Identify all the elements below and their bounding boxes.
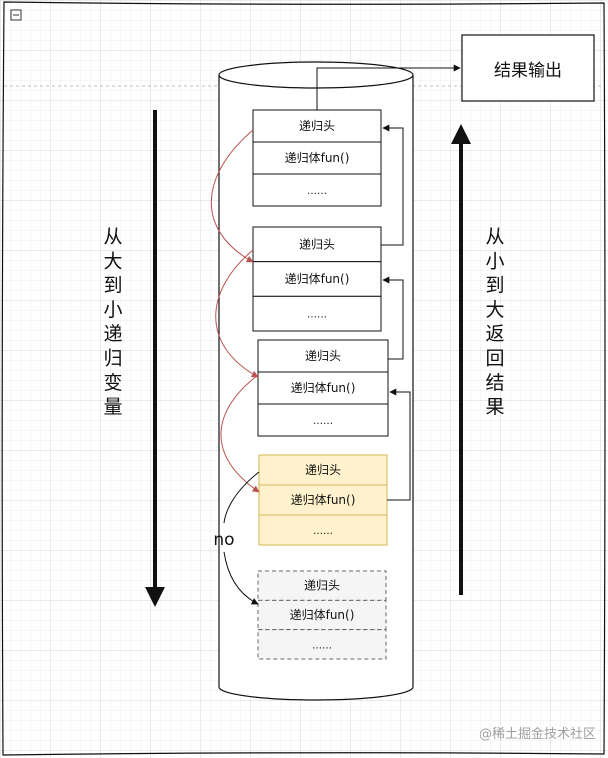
frame-body-label: 递归体fun() (290, 608, 355, 622)
return-arrows (381, 124, 411, 501)
frame-row (257, 371, 389, 405)
call-arrows (210, 129, 260, 493)
frame-head-label: 递归头 (305, 349, 341, 363)
right-arrow-label-char: 返 (485, 323, 504, 345)
output-box: 结果输出 (461, 34, 595, 102)
call-arrow-3 (220, 374, 260, 493)
left-arrow-label-char: 递 (103, 323, 122, 345)
frame-head-label: 递归头 (299, 237, 335, 251)
frame-row (252, 141, 382, 175)
frame-head-label: 递归头 (299, 119, 335, 133)
right-arrow-label-char: 小 (485, 250, 504, 272)
left-arrow-label-char: 变 (103, 372, 122, 394)
frame-row (258, 484, 388, 516)
frame-body-label: 递归体fun() (291, 493, 356, 507)
no-label: no (213, 530, 234, 550)
output-box-label: 结果输出 (494, 61, 562, 81)
frame-row (258, 514, 388, 546)
right-arrow-label-char: 果 (485, 396, 504, 418)
left-arrow-label-char: 归 (103, 348, 122, 370)
call-arrow-2 (215, 249, 259, 378)
base-case-branch: no (213, 471, 260, 605)
frame-head-label: 递归头 (305, 463, 341, 477)
minus-box-icon[interactable] (10, 9, 22, 21)
frame-row (257, 570, 387, 601)
watermark: @稀土掘金技术社区 (479, 726, 596, 742)
return-arrow-2 (382, 276, 404, 360)
left-arrow-label-char: 从 (103, 226, 122, 248)
stack-frames: 递归头递归体fun()……递归头递归体fun()……递归头递归体fun()……递… (252, 109, 389, 660)
left-arrow-label-char: 量 (103, 396, 122, 418)
return-arrow-1 (381, 124, 404, 246)
return-arrow-3 (387, 388, 411, 501)
right-arrow-label-char: 回 (485, 348, 504, 370)
left-arrow-label-char: 小 (103, 299, 122, 321)
frame-row (252, 109, 382, 143)
frame-row (252, 173, 382, 207)
frame-row (252, 295, 382, 332)
frame-row (257, 403, 389, 437)
frame-row (257, 629, 387, 660)
frame-body-label: 递归体fun() (291, 381, 356, 395)
frame-row (257, 339, 389, 373)
frame-row (258, 454, 388, 486)
frame-tail-label: …… (313, 416, 333, 427)
call-arrow-1 (210, 129, 254, 263)
frame-tail-label: …… (312, 640, 332, 651)
frame-row (252, 261, 382, 297)
frame-tail-label: …… (313, 526, 333, 537)
right-arrow-label-char: 从 (485, 226, 504, 248)
output-connector (316, 64, 461, 110)
frame-body-label: 递归体fun() (285, 151, 350, 165)
left-arrow-label-char: 到 (103, 275, 122, 297)
base-case-arrow (223, 551, 259, 605)
frame-row (257, 599, 387, 631)
frame-tail-label: …… (307, 186, 327, 197)
frame-tail-label: …… (307, 310, 327, 321)
base-case-line-upper (223, 471, 260, 524)
right-arrow-label-char: 大 (485, 299, 504, 321)
right-arrow-label-char: 到 (485, 275, 504, 297)
right-arrow-label-char: 结 (485, 372, 504, 394)
frame-body-label: 递归体fun() (285, 272, 350, 286)
frame-head-label: 递归头 (304, 579, 340, 593)
left-arrow-label-char: 大 (103, 250, 122, 272)
